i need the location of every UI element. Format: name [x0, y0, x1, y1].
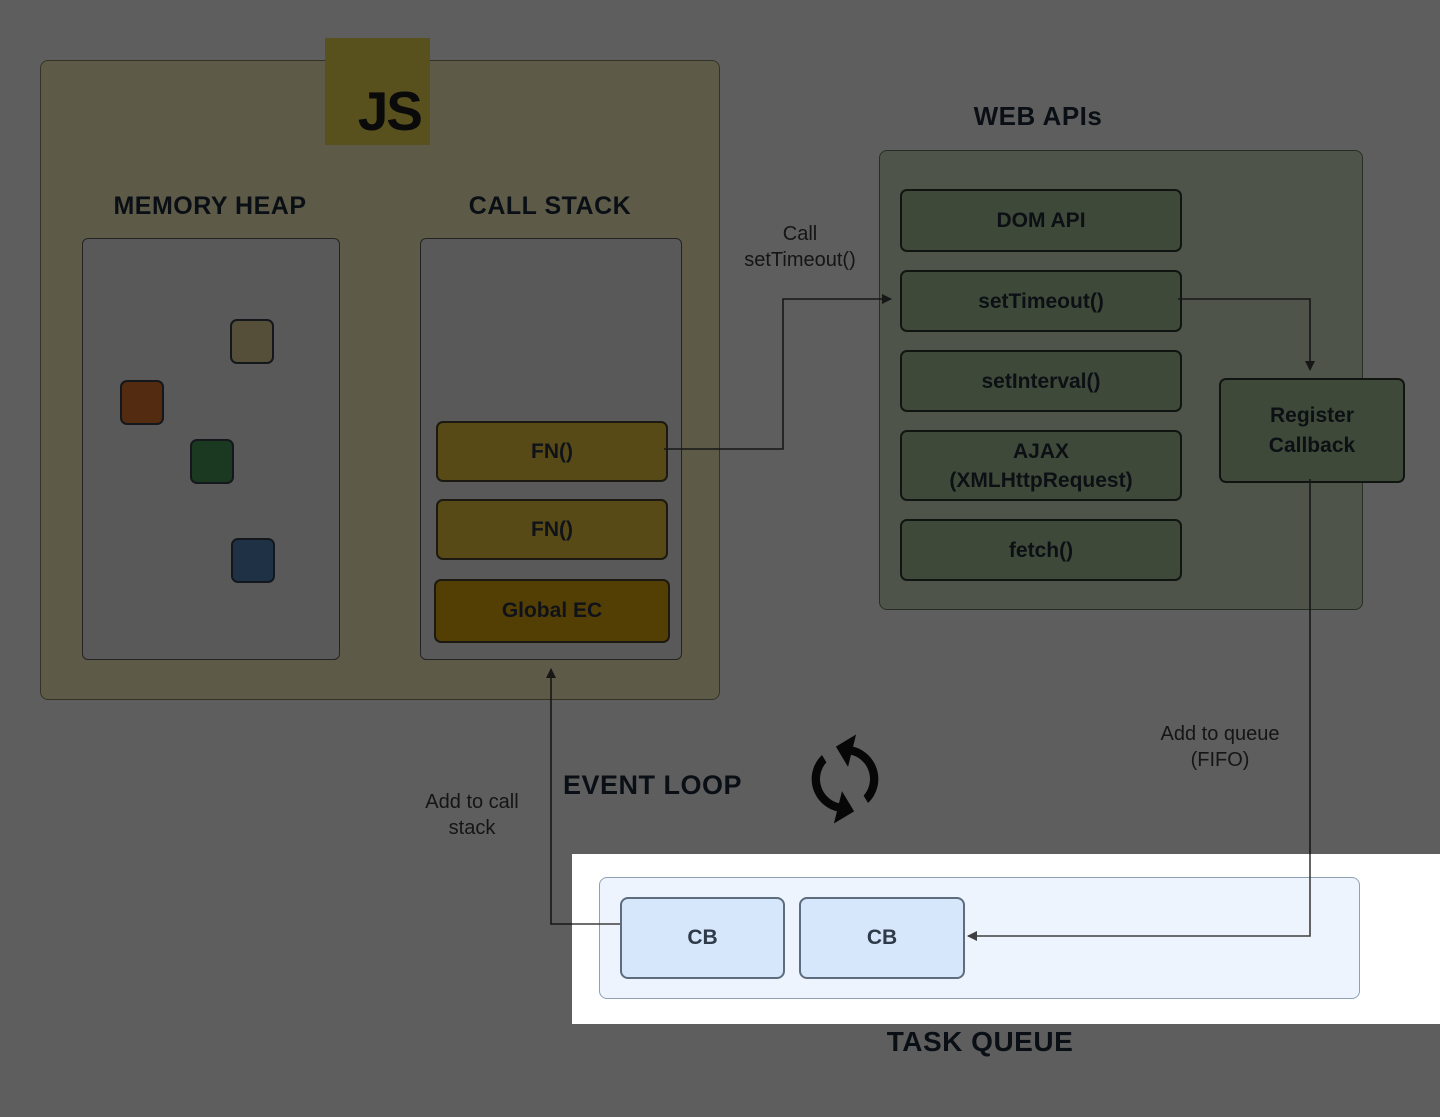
task-queue-callback-2: CB [799, 897, 965, 979]
task-queue-callback-1: CB [620, 897, 785, 979]
dim-overlay-bottom [0, 1024, 1440, 1117]
dim-overlay-left [0, 854, 572, 1024]
dim-overlay-top [0, 0, 1440, 854]
